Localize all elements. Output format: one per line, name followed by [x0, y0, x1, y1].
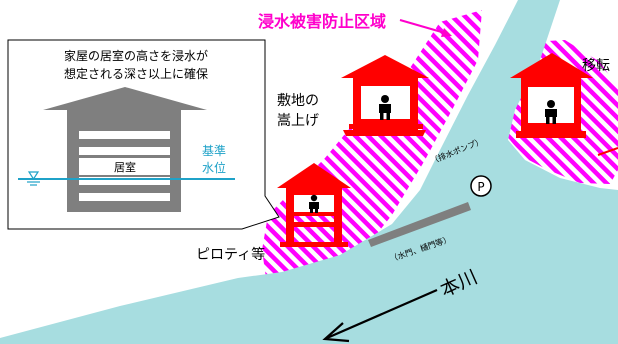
callout-line-2: 想定される深さ以上に確保: [64, 66, 208, 81]
zone-label-arrowhead: [441, 28, 452, 37]
callout-line-1: 家屋の居室の高さを浸水が: [64, 48, 208, 63]
person-icon: [545, 100, 557, 124]
main-river-arrow-shaft: [326, 288, 438, 340]
living-room-label: 居室: [114, 160, 136, 174]
main-river-arrowhead: [322, 322, 350, 343]
zone-label-leader: [399, 19, 446, 34]
gate-structure: [368, 202, 471, 247]
pump-symbol: P: [477, 180, 484, 194]
reference-level-label-2: 水位: [202, 160, 226, 175]
water-level-icon: [27, 171, 40, 186]
pump-icon: [470, 175, 492, 197]
building-stripe-4: [79, 193, 170, 201]
living-room-box: [79, 158, 170, 175]
building-stripe-1: [79, 131, 170, 139]
reference-level-label-1: 基準: [202, 143, 226, 158]
piloti-label: ピロティ等: [196, 246, 265, 263]
building-stripe-2: [79, 147, 170, 155]
house-piloti: [277, 163, 351, 247]
person-icon: [379, 95, 391, 120]
flood-zone-hatch: [262, 10, 482, 292]
raised-ground-label-1: 敷地の: [277, 93, 319, 109]
house-raised-ground: [341, 55, 429, 136]
raised-ground-label-2: 嵩上げ: [277, 113, 319, 129]
building-roof: [43, 87, 207, 110]
zone-label: 浸水被害防止区域: [258, 12, 386, 31]
building-stripe-3: [79, 177, 170, 185]
relocation-leader: [597, 147, 618, 156]
house-relocated: [510, 53, 593, 138]
person-icon: [309, 194, 319, 213]
relocation-label: 移転: [582, 58, 610, 74]
